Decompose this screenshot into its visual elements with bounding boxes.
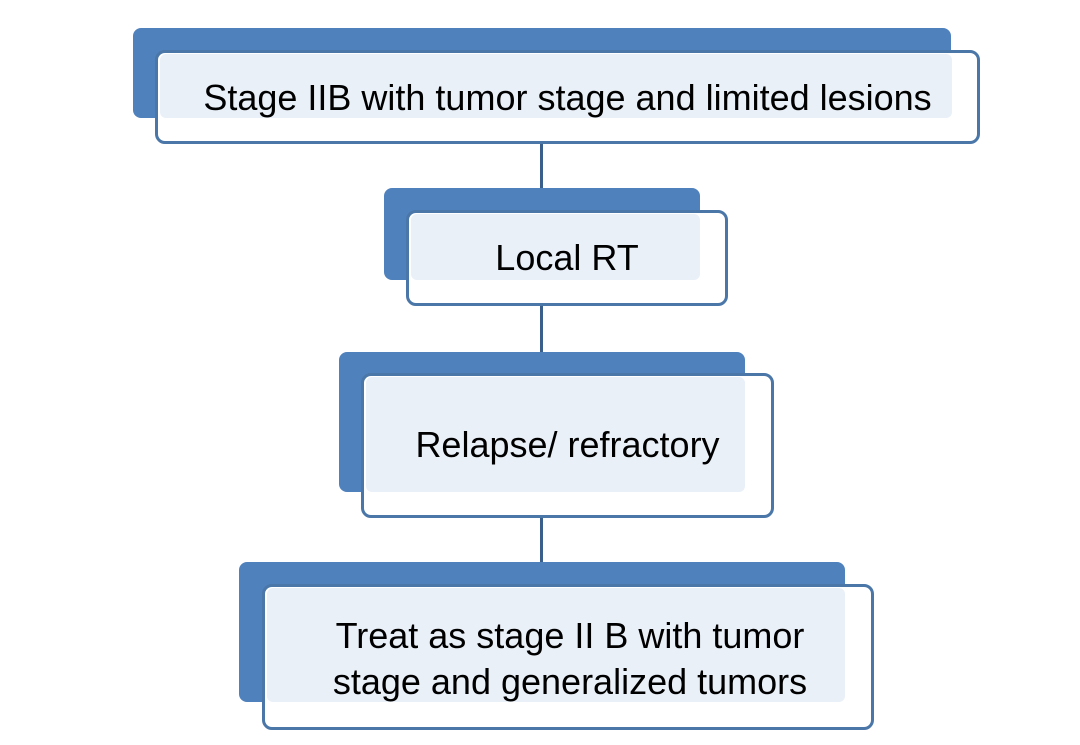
node-local-rt-label: Local RT bbox=[495, 237, 639, 278]
connector-relapse-to-treat bbox=[540, 518, 543, 562]
node-local-rt-fill bbox=[411, 214, 700, 280]
node-stage-iib-fill bbox=[160, 54, 952, 118]
node-stage-iib-label: Stage IIB with tumor stage and limited l… bbox=[203, 77, 932, 118]
node-relapse-fill bbox=[366, 377, 745, 492]
connector-stage-iib-to-local-rt bbox=[540, 144, 543, 188]
connector-local-rt-to-relapse bbox=[540, 306, 543, 352]
node-treat-fill bbox=[267, 588, 845, 702]
node-treat-label: Treat as stage II B with tumor stage and… bbox=[332, 615, 808, 702]
node-relapse-label: Relapse/ refractory bbox=[415, 424, 720, 465]
